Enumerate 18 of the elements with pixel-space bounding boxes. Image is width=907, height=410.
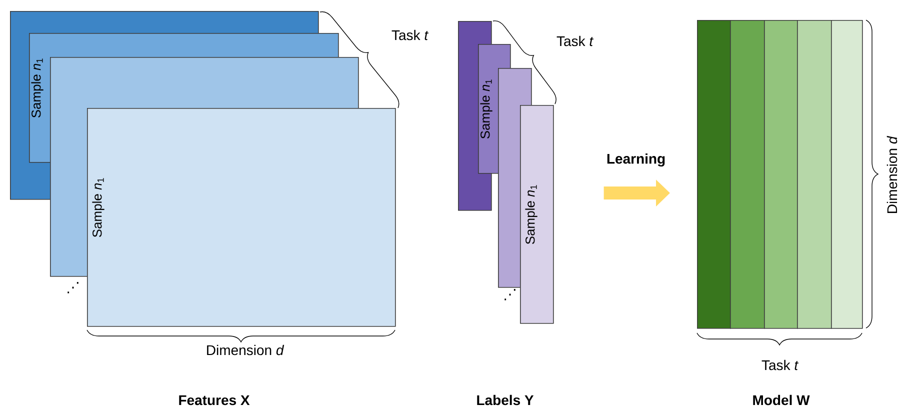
sheet [764,20,798,329]
sheet: Sample n$_{1}$ [87,108,396,327]
label: Task t [762,360,799,370]
label: Dimension d [207,344,284,356]
sheet: Sample n$_{1}$ [520,105,554,324]
label: ⋰ [68,282,78,294]
sheet [730,20,765,329]
label: Dimension d [886,136,898,213]
label: Labels Y [477,394,534,406]
label: Model W [753,394,810,406]
label: Features X [179,395,250,406]
sheet [831,20,863,329]
label: ⋰ [504,289,516,300]
sheet [697,20,731,329]
label: Task t [392,30,429,40]
label: Task t [556,36,594,46]
sheet [797,20,832,329]
edge-label: Learning [607,153,665,167]
